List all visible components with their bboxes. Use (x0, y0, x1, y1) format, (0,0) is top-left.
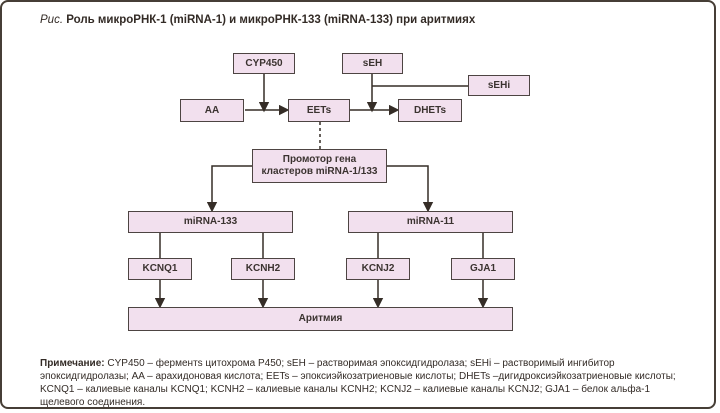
note-text: CYP450 – ферментs цитохрома P450; sEH – … (40, 358, 676, 408)
figure-title-text: Роль микроРНК-1 (miRNA-1) и микроРНК-133… (66, 14, 476, 26)
node-eets: EETs (288, 99, 350, 122)
note-label: Примечание: (40, 358, 105, 369)
node-mirna-11: miRNA-11 (348, 211, 513, 233)
node-promoter-line2: кластеров miRNA-1/133 (261, 166, 378, 177)
node-aa: AA (180, 99, 244, 122)
node-cyp450: CYP450 (233, 53, 295, 74)
node-dhets: DHETs (398, 99, 462, 122)
node-promoter-line1: Промотор гена (282, 154, 357, 165)
figure-title: Рис. Роль микроРНК-1 (miRNA-1) и микроРН… (40, 13, 475, 27)
node-kcnq1: KCNQ1 (128, 258, 192, 280)
node-kcnj2: KCNJ2 (346, 258, 410, 280)
connector-promoter-to-mirna133 (206, 165, 252, 213)
node-promoter: Промотор гена кластеров miRNA-1/133 (252, 149, 387, 183)
node-kcnh2: KCNH2 (231, 258, 295, 280)
node-arrhythmia: Аритмия (128, 307, 513, 331)
node-seh: sEH (342, 53, 403, 74)
connector-promoter-to-mirna11 (387, 165, 434, 213)
node-gja1: GJA1 (451, 258, 515, 280)
node-sehi: sEHi (468, 75, 530, 96)
figure-note: Примечание: CYP450 – ферментs цитохрома … (40, 357, 690, 408)
figure-label: Рис. (40, 14, 64, 26)
node-mirna-133: miRNA-133 (128, 211, 293, 233)
